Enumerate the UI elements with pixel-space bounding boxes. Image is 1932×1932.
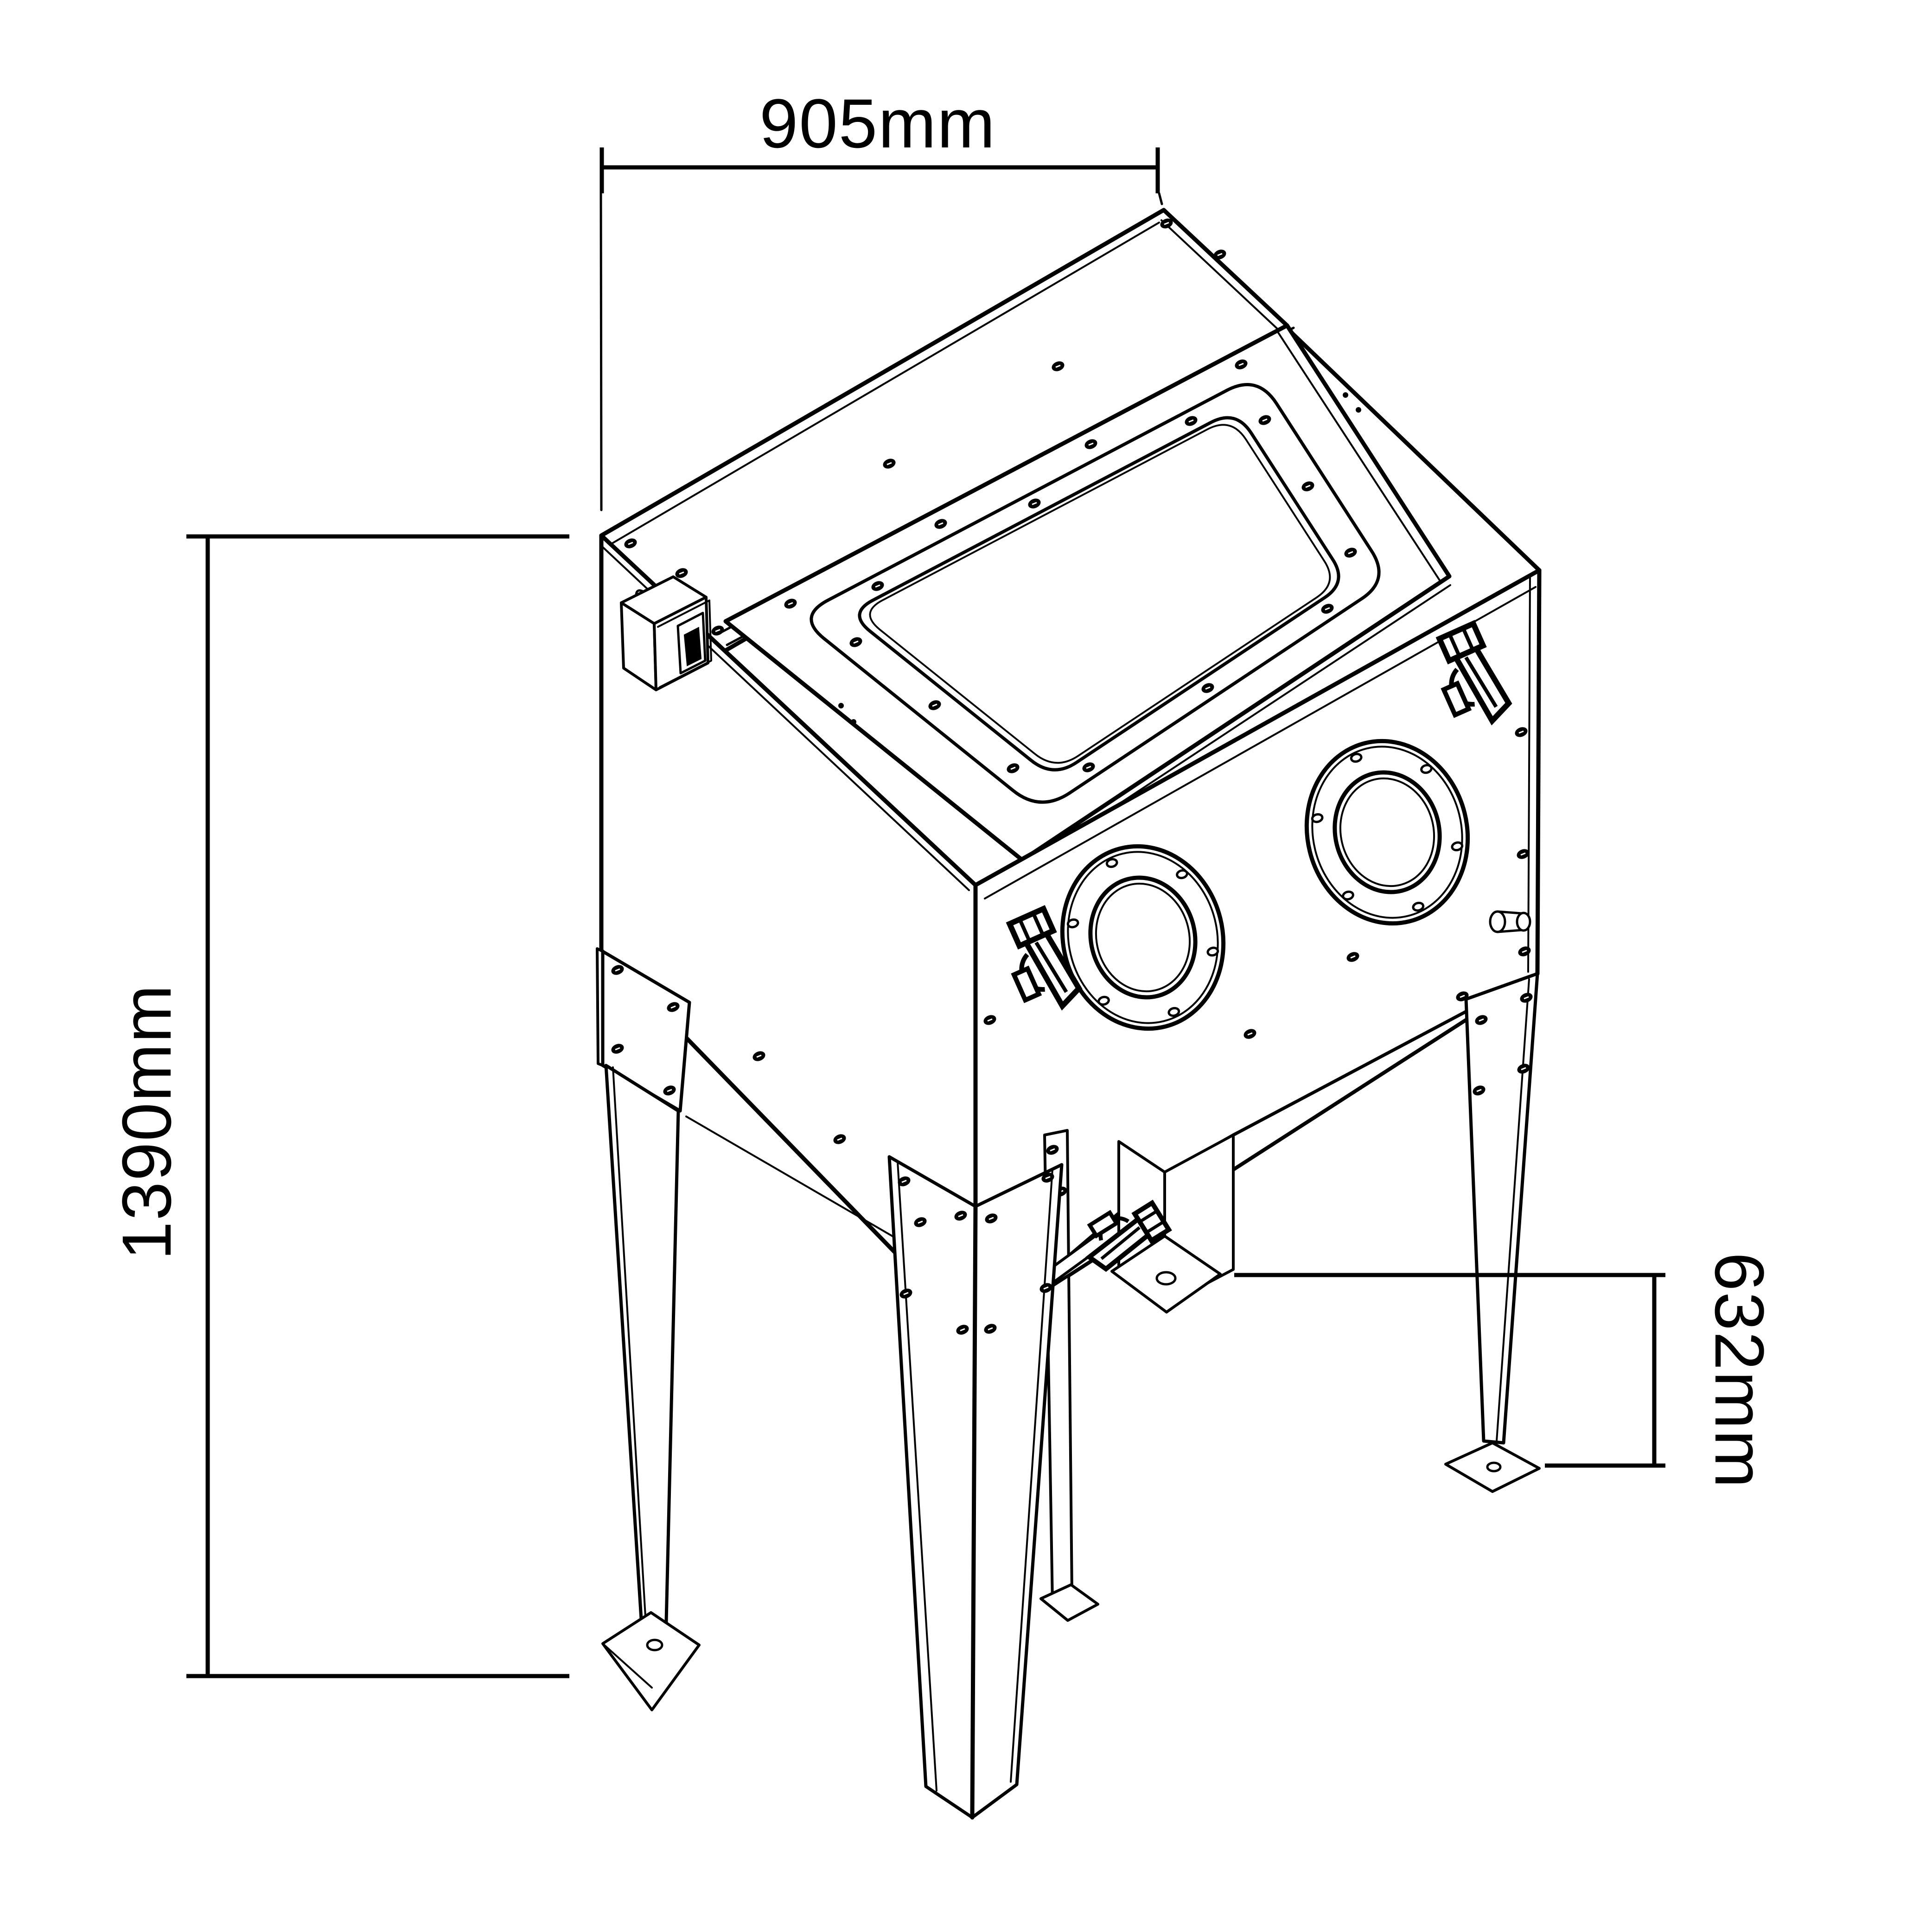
vent-hole: [851, 719, 856, 725]
cabinet: [596, 208, 1542, 1820]
glove-port-right: [1304, 739, 1470, 926]
leg-rear-left: [596, 947, 701, 1711]
dimension-ground-clearance: 632mm: [1234, 1252, 1779, 1489]
sloped-lid: [723, 323, 1452, 870]
vent-hole: [838, 703, 844, 708]
foot-back: [1039, 1583, 1099, 1622]
dimension-ground-clearance-label: 632mm: [1701, 1252, 1779, 1489]
vent-hole: [1356, 407, 1361, 413]
power-switch: [620, 575, 727, 691]
leg-right: [1444, 972, 1541, 1493]
dimension-height: 1390mm: [108, 534, 569, 1678]
dimension-width: 905mm: [599, 84, 1163, 511]
foot-rear-left: [601, 1611, 701, 1711]
lid-window: [810, 383, 1381, 804]
dimension-height-label: 1390mm: [108, 984, 185, 1260]
leg-front: [887, 1155, 1064, 1820]
air-fitting: [1489, 910, 1531, 933]
glove-port-left: [1060, 844, 1226, 1031]
dimension-width-label: 905mm: [759, 84, 996, 162]
vent-hole: [1343, 392, 1348, 398]
